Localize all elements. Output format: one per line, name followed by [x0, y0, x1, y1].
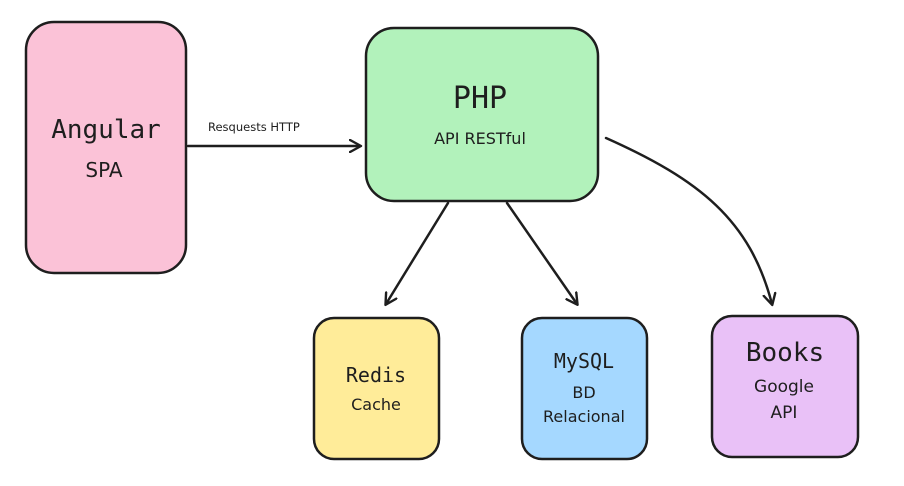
node-redis-title: Redis — [346, 363, 406, 387]
edge-php-to-books — [604, 136, 772, 304]
node-mysql[interactable]: MySQL BD Relacional — [520, 316, 649, 461]
edge-angular-to-php-label: Resquests HTTP — [208, 120, 300, 134]
node-angular-box — [24, 20, 188, 275]
node-mysql-subtitle-line1: BD — [572, 383, 595, 402]
node-mysql-subtitle-line2: Relacional — [543, 407, 625, 426]
node-books[interactable]: Books Google API — [710, 314, 860, 459]
edge-angular-to-php: Resquests HTTP — [186, 120, 360, 146]
edge-php-to-redis — [386, 201, 450, 304]
edge-php-to-mysql — [505, 201, 577, 304]
node-mysql-title: MySQL — [554, 349, 614, 373]
node-php[interactable]: PHP API RESTful — [364, 26, 600, 203]
node-mysql-box — [520, 316, 649, 461]
node-php-title: PHP — [453, 81, 507, 116]
node-php-box — [364, 26, 600, 203]
node-redis[interactable]: Redis Cache — [312, 316, 441, 461]
node-angular-title: Angular — [51, 115, 161, 145]
node-redis-box — [312, 316, 441, 461]
node-angular-subtitle: SPA — [85, 158, 122, 182]
node-books-subtitle-line1: Google — [754, 377, 814, 397]
node-redis-subtitle: Cache — [351, 395, 401, 414]
node-books-box — [710, 314, 860, 459]
node-php-subtitle: API RESTful — [434, 129, 526, 148]
node-angular[interactable]: Angular SPA — [24, 20, 188, 275]
node-books-subtitle-line2: API — [771, 403, 798, 423]
node-books-title: Books — [746, 338, 824, 368]
